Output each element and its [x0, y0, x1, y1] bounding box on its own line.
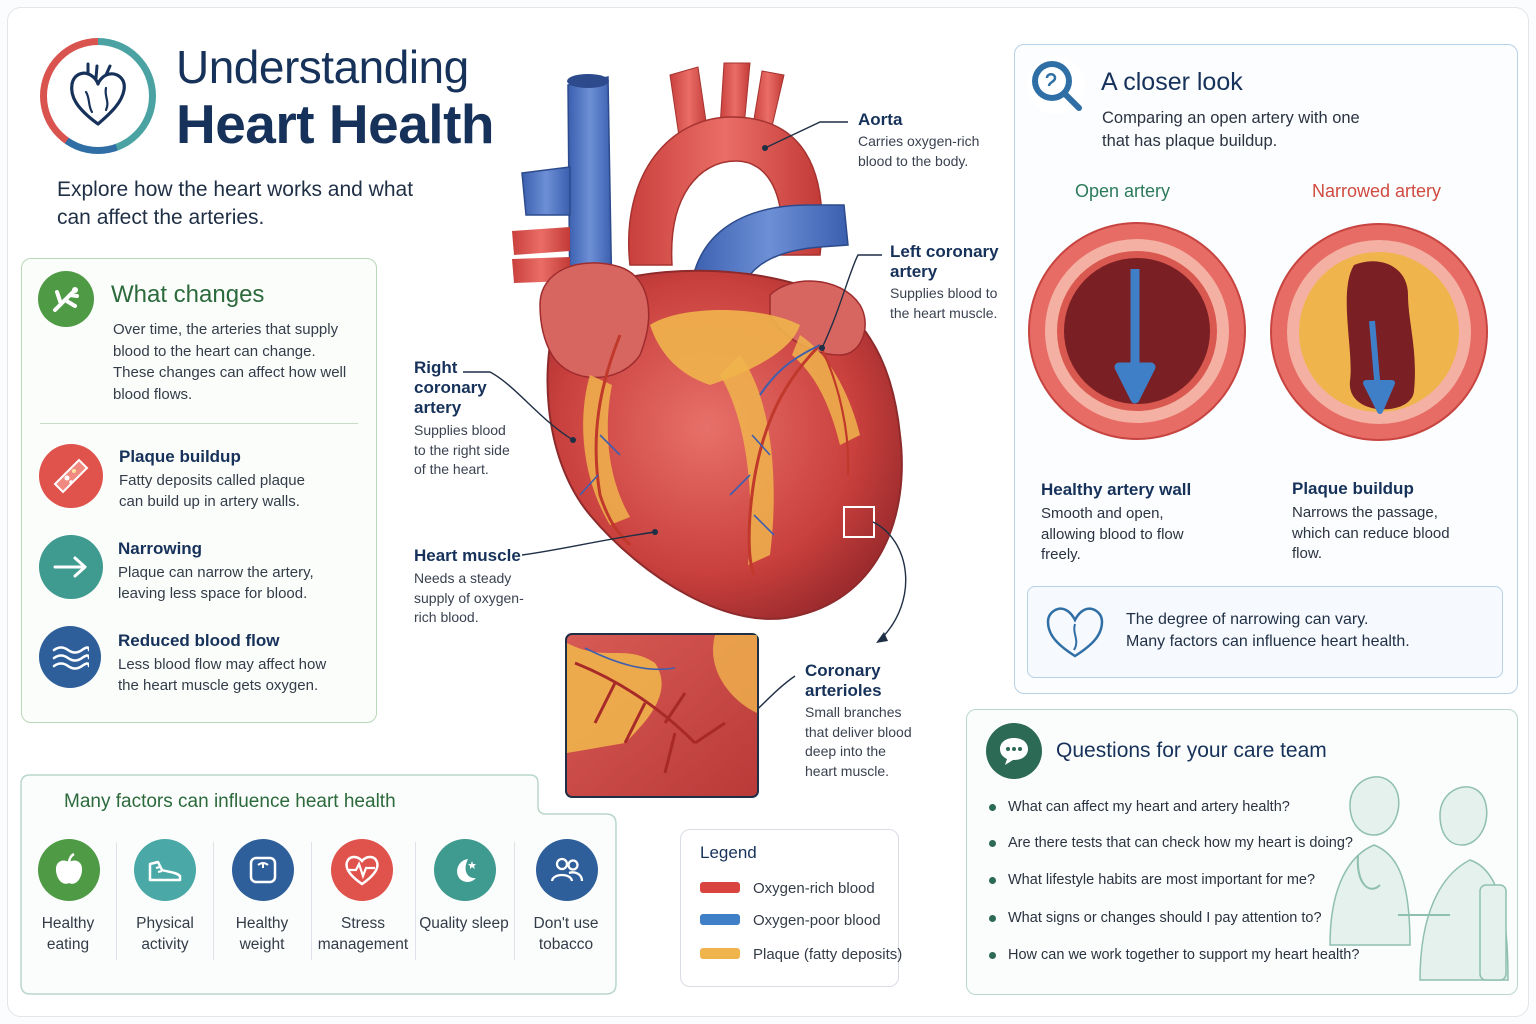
question-3: What lifestyle habits are most important…	[1008, 872, 1316, 888]
chat-bubble-icon	[986, 723, 1042, 779]
question-bullet	[989, 952, 996, 959]
question-bullet	[989, 840, 996, 847]
people-icon	[536, 839, 598, 901]
legend-title: Legend	[700, 843, 757, 862]
factors-panel	[20, 774, 617, 995]
divider	[40, 423, 358, 424]
title-line-2: Heart Health	[176, 93, 494, 155]
healthy-wall-desc: Smooth and open, allowing blood to flow …	[1041, 505, 1184, 563]
closer-look-title: A closer look	[1101, 68, 1243, 96]
what-changes-body: Over time, the arteries that supply bloo…	[113, 321, 347, 403]
wave-icon	[39, 626, 101, 688]
heart-outline-icon	[1046, 607, 1104, 658]
right-coronary-desc: Supplies blood to the right side of the …	[414, 422, 510, 477]
legend-swatch-red	[700, 882, 740, 893]
open-artery-label: Open artery	[1075, 181, 1171, 201]
left-coronary-label: Left coronary artery	[890, 242, 999, 281]
legend-label-oxygen-poor: Oxygen-poor blood	[753, 912, 881, 929]
heart-outline-icon	[70, 62, 126, 126]
heartbeat-icon	[331, 839, 393, 901]
factor-separator	[213, 842, 214, 960]
narrowed-artery-crosssection	[1270, 223, 1488, 441]
artery-branch-icon	[38, 271, 94, 327]
factor-healthy-eating: Healthy eating	[41, 915, 95, 953]
factor-healthy-weight: Healthy weight	[235, 915, 289, 953]
aorta-label: Aorta	[858, 110, 903, 129]
note-line-1: The degree of narrowing can vary.	[1126, 611, 1369, 628]
plaque-buildup-crosssection-title: Plaque buildup	[1292, 479, 1414, 498]
question-5: How can we work together to support my h…	[1008, 947, 1360, 963]
factor-separator	[514, 842, 515, 960]
heart-illustration	[512, 62, 903, 620]
intro-text: Explore how the heart works and what can…	[57, 178, 414, 229]
reduced-flow-title: Reduced blood flow	[118, 631, 280, 650]
plaque-buildup-crosssection-desc: Narrows the passage, which can reduce bl…	[1292, 504, 1450, 562]
scale-icon	[232, 839, 294, 901]
aorta-desc: Carries oxygen-rich blood to the body.	[858, 133, 980, 169]
magnifier-icon	[1027, 56, 1085, 114]
legend-label-plaque: Plaque (fatty deposits)	[753, 946, 903, 963]
plaque-buildup-title: Plaque buildup	[119, 447, 241, 466]
legend-panel	[680, 829, 899, 987]
right-coronary-label: Right coronary artery	[414, 358, 487, 417]
factor-stress-management: Stress management	[317, 915, 409, 953]
what-changes-title: What changes	[111, 281, 265, 308]
narrowed-artery-label: Narrowed artery	[1312, 181, 1442, 201]
question-bullet	[989, 877, 996, 884]
legend-swatch-yellow	[700, 948, 740, 959]
open-artery-crosssection	[1028, 222, 1246, 440]
heart-muscle-desc: Needs a steady supply of oxygen-rich blo…	[414, 570, 524, 625]
question-bullet	[989, 915, 996, 922]
factor-physical-activity: Physical activity	[136, 915, 194, 953]
narrowing-note	[1027, 586, 1503, 678]
closer-look-subtitle: Comparing an open artery with one that h…	[1102, 109, 1360, 150]
care-team-illustration	[1329, 776, 1509, 981]
note-line-2: Many factors can influence heart health.	[1126, 633, 1410, 650]
factor-separator	[116, 842, 117, 960]
plaque-icon	[39, 444, 103, 508]
arterioles-zoom-inset	[565, 633, 759, 798]
plaque-buildup-desc: Fatty deposits called plaque can build u…	[119, 472, 305, 510]
factor-separator	[311, 842, 312, 960]
factors-title: Many factors can influence heart health	[64, 791, 396, 812]
left-coronary-desc: Supplies blood to the heart muscle.	[890, 285, 998, 321]
moon-icon	[434, 839, 496, 901]
healthy-wall-title: Healthy artery wall	[1041, 480, 1192, 499]
factor-quality-sleep: Quality sleep	[419, 915, 509, 932]
question-2: Are there tests that can check how my he…	[1008, 835, 1353, 851]
question-1: What can affect my heart and artery heal…	[1008, 799, 1290, 815]
apple-icon	[38, 839, 100, 901]
factor-no-tobacco: Don't use tobacco	[533, 915, 599, 953]
question-4: What signs or changes should I pay atten…	[1008, 910, 1322, 926]
shoe-icon	[134, 839, 196, 901]
legend-swatch-blue	[700, 914, 740, 925]
question-bullet	[989, 804, 996, 811]
arterioles-desc: Small branches that deliver blood deep i…	[805, 704, 912, 779]
arterioles-label: Coronary arterioles	[805, 661, 882, 700]
factor-separator	[415, 842, 416, 960]
heart-logo	[40, 38, 156, 154]
reduced-flow-desc: Less blood flow may affect how the heart…	[118, 656, 327, 694]
heart-muscle-label: Heart muscle	[414, 546, 521, 565]
title-line-1: Understanding	[176, 41, 469, 93]
narrowing-arrow-icon	[39, 535, 103, 599]
questions-title: Questions for your care team	[1056, 739, 1327, 762]
legend-label-oxygen-rich: Oxygen-rich blood	[753, 880, 875, 897]
narrowing-title: Narrowing	[118, 539, 203, 558]
narrowing-desc: Plaque can narrow the artery, leaving le…	[118, 564, 314, 602]
